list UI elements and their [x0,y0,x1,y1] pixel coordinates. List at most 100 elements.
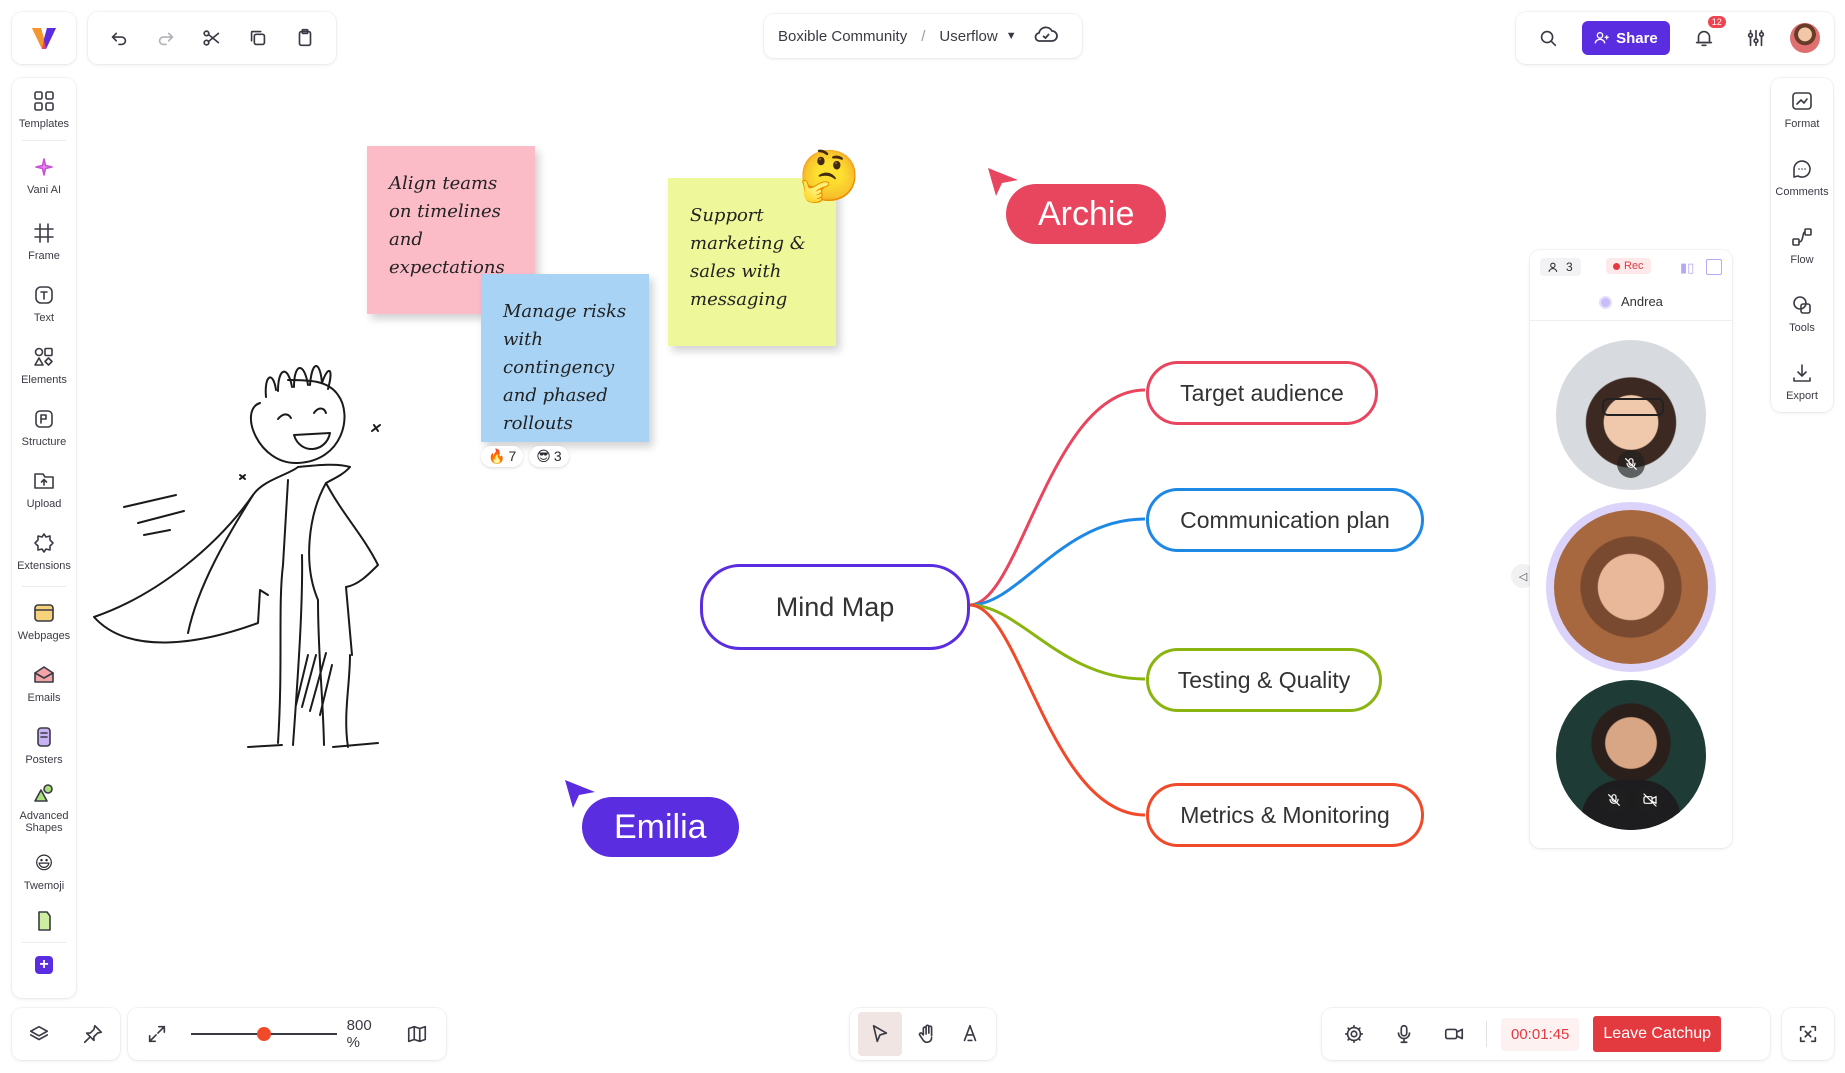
notification-bell-icon[interactable]: 12 [1686,16,1726,56]
sticky-note-yellow[interactable]: Support marketing & sales with messaging [668,178,836,346]
tool-posters[interactable]: Posters [12,724,76,766]
reaction-emoji: 😎 [536,448,551,464]
leave-catchup-button[interactable]: Leave Catchup [1593,1016,1722,1052]
leave-label: Leave Catchup [1603,1025,1712,1042]
reaction-count: 7 [508,448,517,464]
copy-icon[interactable] [240,20,276,56]
emails-icon [34,666,54,683]
sticky-text: Align teams on timelines and expectation… [389,173,505,278]
tool-emails[interactable]: Emails [12,662,76,704]
mindmap-node-label: Communication plan [1180,506,1390,533]
expand-view-icon[interactable] [1706,259,1722,275]
reaction-bar: 🔥 7 😎 3 [481,446,569,467]
left-tool-rail: Templates Vani AI Frame Text Elements St… [12,78,76,998]
cursor-pointer-icon [988,168,1018,196]
layers-icon[interactable] [21,1016,57,1052]
recording-badge: Rec [1606,258,1651,274]
video-camera-icon[interactable] [1436,1016,1472,1052]
text-icon [35,286,53,304]
tool-more[interactable] [12,908,76,938]
breadcrumb-board[interactable]: Userflow [939,27,998,45]
add-tool-button[interactable]: + [35,956,53,974]
hand-pan-icon[interactable] [909,1016,945,1052]
chevron-down-icon[interactable]: ▼ [1005,30,1017,42]
tool-comments[interactable]: Comments [1771,156,1833,198]
mindmap-node-metrics-monitoring[interactable]: Metrics & Monitoring [1146,783,1424,847]
cursor-name: Archie [1038,194,1135,233]
divider [22,140,66,141]
reaction-fire[interactable]: 🔥 7 [481,446,524,467]
participant-video-3[interactable] [1556,680,1706,830]
tool-label: Twemoji [23,880,65,892]
exit-focus-icon[interactable] [1790,1016,1826,1052]
pin-icon[interactable] [75,1016,111,1052]
clipboard-icon[interactable] [287,20,323,56]
tool-elements[interactable]: Elements [12,344,76,386]
comments-icon [1793,160,1811,178]
mindmap-connectors [969,388,1146,817]
mindmap-node-testing-quality[interactable]: Testing & Quality [1146,648,1382,712]
history-toolbar [88,12,336,64]
user-avatar[interactable] [1789,23,1820,53]
mindmap-center-node[interactable]: Mind Map [700,564,970,650]
sticky-text: Manage risks with contingency and phased… [503,301,627,434]
redo-icon[interactable] [148,20,184,56]
tool-vani-ai[interactable]: Vani AI [12,154,76,196]
cursor-label-archie: Archie [1006,184,1167,244]
tool-structure[interactable]: Structure [12,406,76,448]
search-icon[interactable] [1530,20,1566,56]
reaction-cool[interactable]: 😎 3 [529,446,569,467]
zoom-slider[interactable] [190,1026,337,1042]
tool-text[interactable]: Text [12,282,76,324]
map-icon[interactable] [399,1016,434,1052]
tool-twemoji[interactable]: 😃 Twemoji [12,850,76,893]
app-logo-icon[interactable] [30,25,58,51]
share-label: Share [1616,29,1658,47]
posters-icon [37,727,51,747]
call-panel: 3 Rec ▮▯ Andrea [1530,250,1732,848]
undo-icon[interactable] [101,20,137,56]
mindmap-node-target-audience[interactable]: Target audience [1146,361,1378,425]
tool-tools[interactable]: Tools [1771,292,1833,334]
breadcrumb-workspace[interactable]: Boxible Community [778,27,908,45]
tool-flow[interactable]: Flow [1771,224,1833,266]
mindmap-node-communication-plan[interactable]: Communication plan [1146,488,1424,552]
hero-sketch[interactable] [88,355,458,765]
settings-gear-icon[interactable] [1336,1016,1372,1052]
tool-advanced-shapes[interactable]: Advanced Shapes [12,780,76,834]
participant-video-2[interactable] [1554,510,1708,664]
speaker-indicator: Andrea [1530,294,1732,310]
pen-draw-icon[interactable] [952,1016,988,1052]
thinking-face-emoji[interactable]: 🤔 [798,148,861,204]
scissors-icon[interactable] [194,20,230,56]
layout-toggle-icon[interactable]: ▮▯ [1680,260,1695,275]
settings-sliders-icon[interactable] [1738,20,1774,56]
zoom-level[interactable]: 800 % [346,1017,372,1051]
tool-templates[interactable]: Templates [12,88,76,130]
cursor-label-emilia: Emilia [582,797,739,857]
tool-frame[interactable]: Frame [12,220,76,262]
emoji-icon: 😃 [34,852,54,873]
microphone-icon[interactable] [1386,1016,1422,1052]
participant-count[interactable]: 3 [1540,258,1581,276]
add-user-icon [1594,32,1609,44]
participant-count-value: 3 [1566,260,1573,274]
tool-label: Comments [1775,186,1829,198]
participant-video-1[interactable] [1556,340,1706,490]
zoom-slider-thumb[interactable] [256,1027,271,1041]
zoom-toolbar: 800 % [128,1008,446,1060]
cursor-pointer-icon [565,780,595,808]
sticky-note-blue[interactable]: Manage risks with contingency and phased… [481,274,649,442]
cloud-sync-icon[interactable] [1033,24,1059,48]
select-pointer-icon[interactable] [857,1012,902,1056]
mic-off-icon [1600,786,1628,814]
users-icon [1548,262,1558,272]
speaking-dot-icon [1599,296,1613,310]
fit-screen-icon[interactable] [140,1016,175,1052]
tool-webpages[interactable]: Webpages [12,600,76,642]
share-button[interactable]: Share [1582,21,1670,55]
tool-extensions[interactable]: Extensions [12,530,76,572]
tool-export[interactable]: Export [1771,360,1833,402]
tool-format[interactable]: Format [1771,88,1833,130]
tool-upload[interactable]: Upload [12,468,76,510]
